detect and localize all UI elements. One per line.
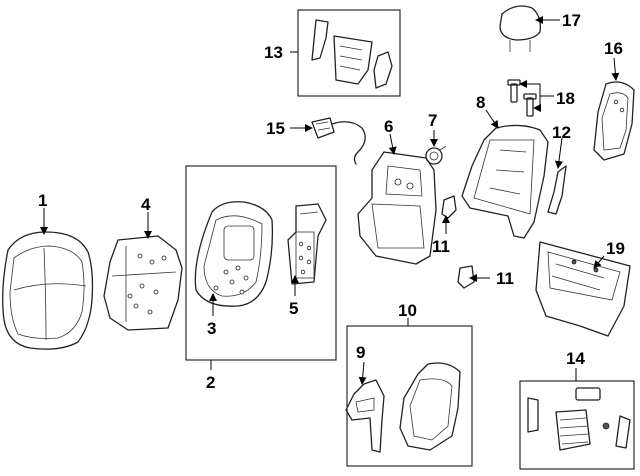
callout-15: 15 xyxy=(266,119,285,138)
part-7-knob xyxy=(425,145,447,165)
callout-5: 5 xyxy=(289,299,298,318)
group-box-10 xyxy=(346,325,473,467)
callout-6: 6 xyxy=(384,117,393,136)
part-4-seat-back-pad xyxy=(103,235,183,331)
group-box-2 xyxy=(185,165,337,361)
callout-7: 7 xyxy=(428,111,437,130)
part-5-lumbar-insert xyxy=(287,203,327,285)
callout-8: 8 xyxy=(476,93,485,112)
part-14-lumbar-assembly xyxy=(527,387,631,451)
part-11-bracket-upper xyxy=(441,195,457,219)
callout-1: 1 xyxy=(38,191,47,210)
part-16-rear-panel xyxy=(593,81,635,161)
callout-4: 4 xyxy=(141,195,151,214)
callout-11-upper: 11 xyxy=(432,237,450,256)
callout-2: 2 xyxy=(206,373,215,392)
part-3-seat-back-pad xyxy=(194,201,274,307)
callout-18: 18 xyxy=(556,89,575,108)
part-19-control-module xyxy=(535,241,631,337)
part-11-bracket-lower xyxy=(457,265,475,289)
part-18-headrest-guides xyxy=(507,79,537,117)
callout-19: 19 xyxy=(606,239,625,258)
part-8-seat-back-frame xyxy=(461,124,549,239)
part-6-back-panel xyxy=(357,151,437,265)
callout-11-lower: 11 xyxy=(496,269,514,288)
part-15-wiring-harness xyxy=(311,117,366,165)
group-box-14 xyxy=(519,380,635,470)
callout-13: 13 xyxy=(264,43,283,62)
callout-16: 16 xyxy=(604,39,623,58)
callout-3: 3 xyxy=(207,319,216,338)
part-1-seat-back-cover xyxy=(2,231,94,350)
part-12-trim-strip xyxy=(547,165,567,215)
callout-17: 17 xyxy=(562,11,581,30)
part-17-headrest xyxy=(499,5,541,52)
part-10-back-shell xyxy=(399,362,461,451)
callout-14: 14 xyxy=(566,349,585,368)
part-13-side-shield-set xyxy=(311,19,393,89)
callout-12: 12 xyxy=(552,123,571,142)
group-box-13 xyxy=(297,9,401,97)
part-9-back-trim xyxy=(345,379,385,453)
callout-10: 10 xyxy=(398,301,417,320)
leader-lines xyxy=(40,16,620,385)
callout-9: 9 xyxy=(356,343,365,362)
